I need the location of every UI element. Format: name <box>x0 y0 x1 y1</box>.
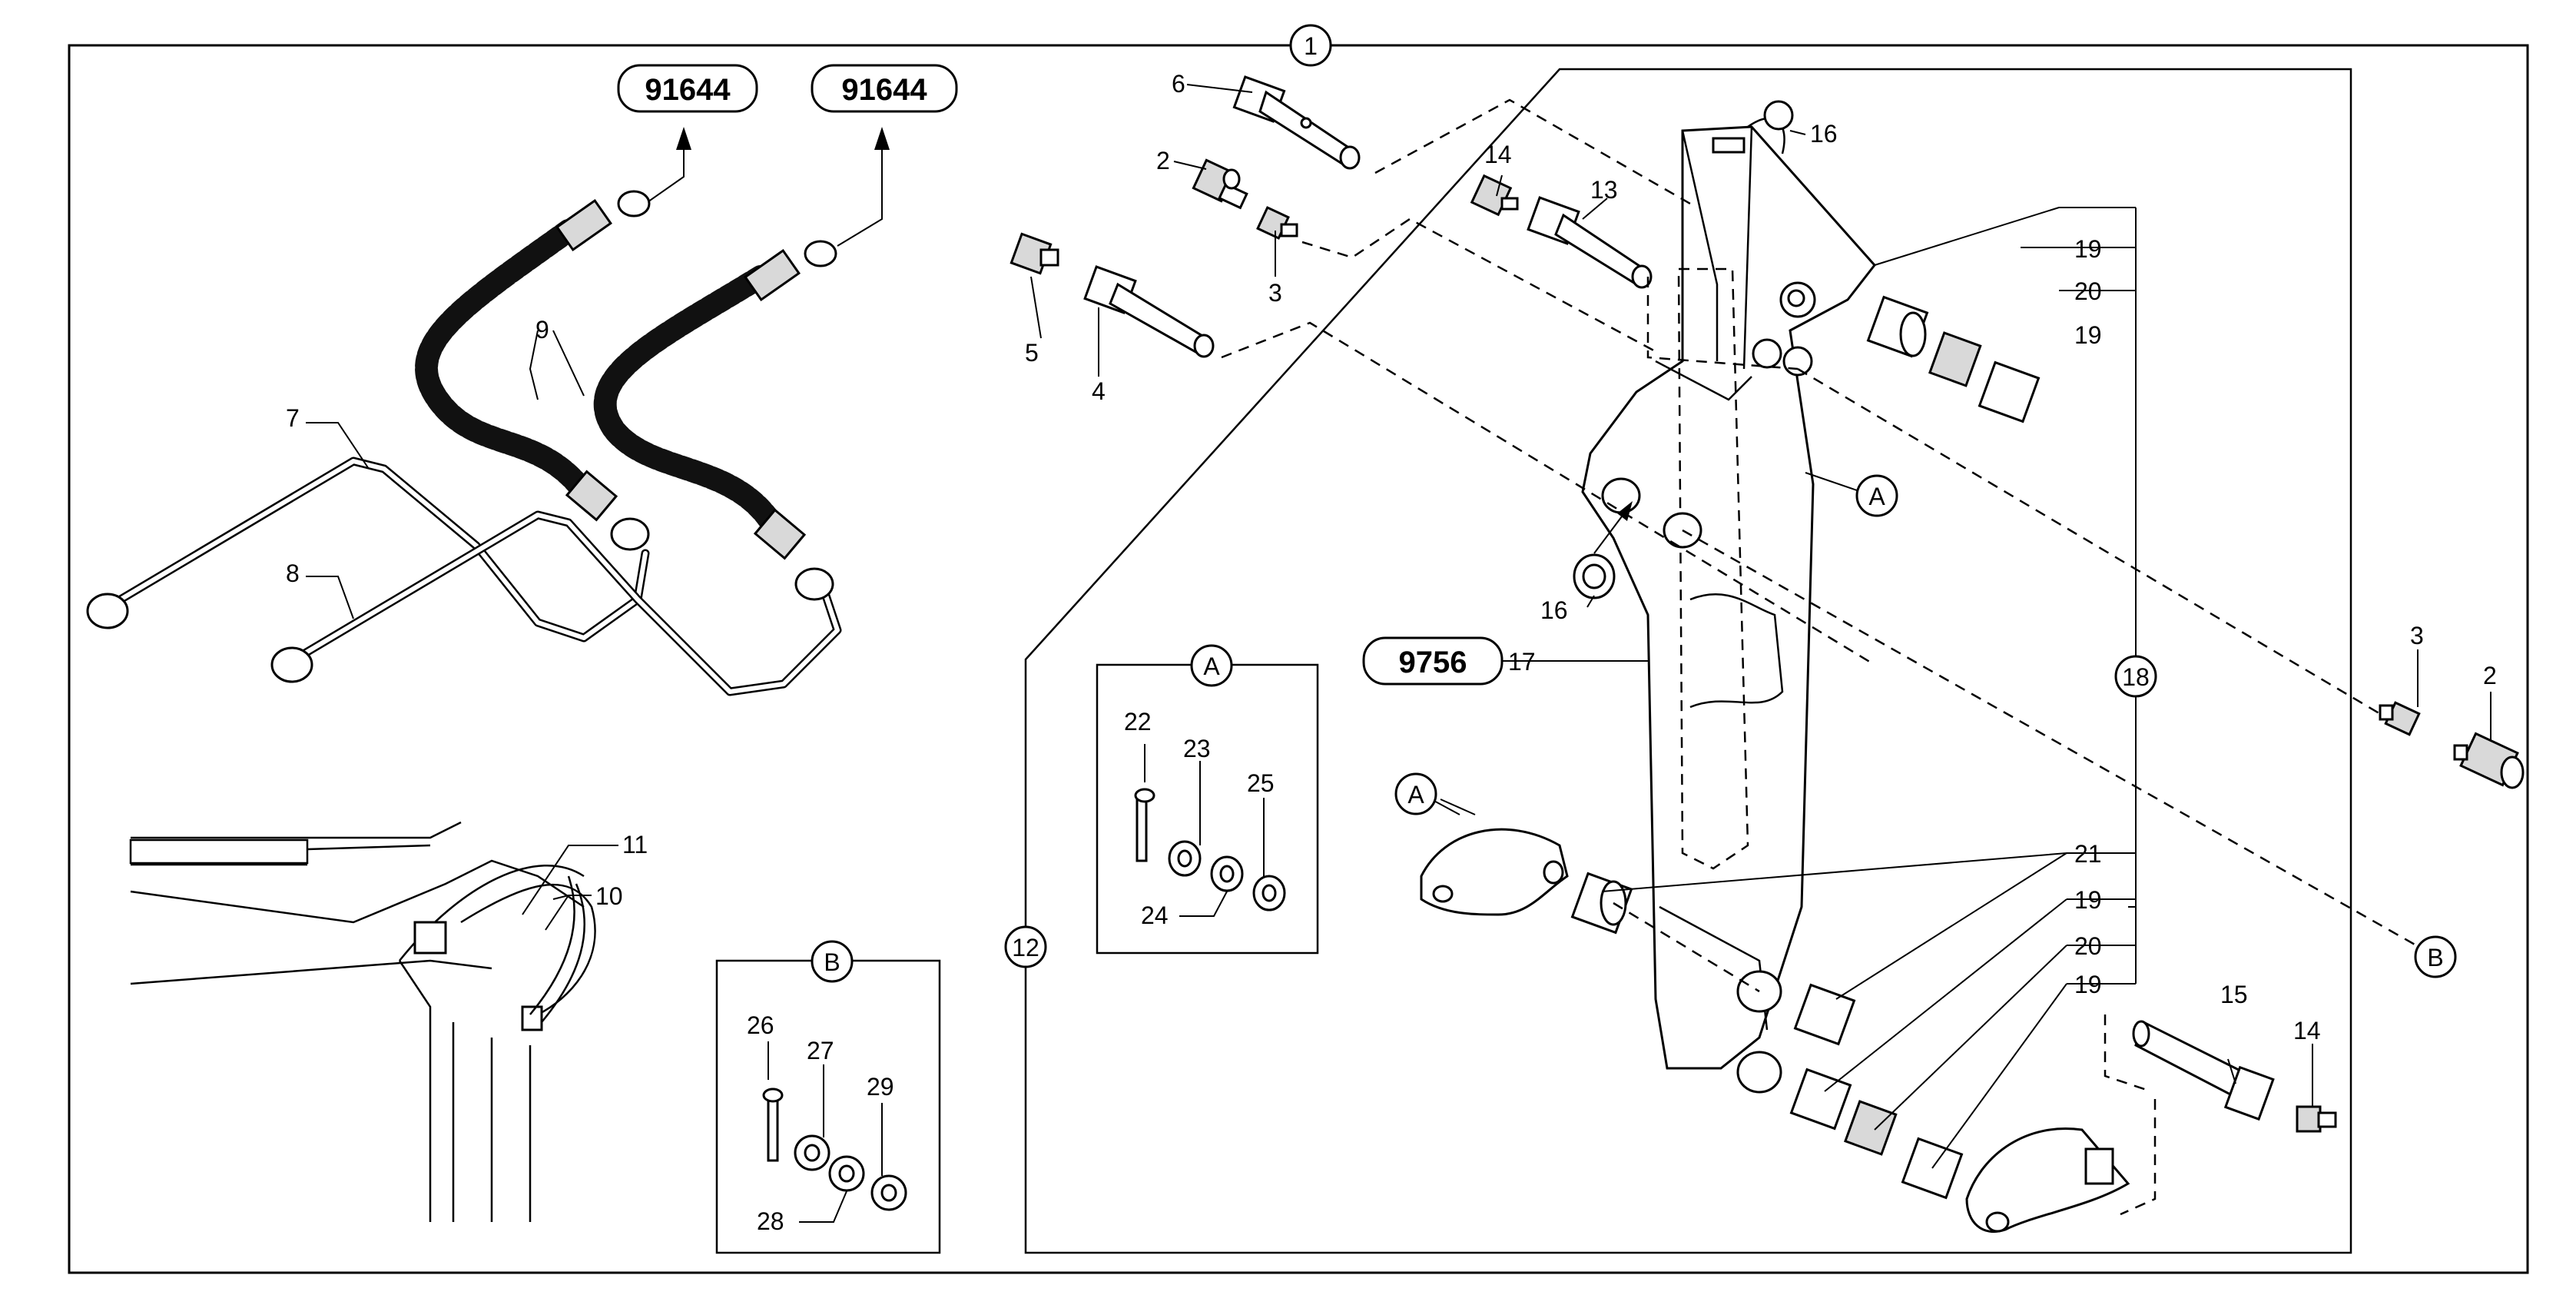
grease-fitting-14-top <box>1470 174 1519 217</box>
tube-8 <box>270 510 842 696</box>
leader-lines <box>306 84 2491 1169</box>
boom-detail-view <box>129 821 596 1222</box>
assembly-number: 1 <box>1304 32 1318 60</box>
grease-fitting-2-top <box>1192 158 1248 210</box>
callout-3-top: 3 <box>1268 279 1282 307</box>
callout-23: 23 <box>1183 735 1211 762</box>
callout-numbers: 6 2 3 5 4 14 13 16 16 17 19 20 19 21 19 … <box>286 70 2497 1235</box>
box-A: A <box>1096 644 1319 955</box>
callout-17: 17 <box>1508 648 1536 676</box>
bushing-arrow <box>1593 501 1633 554</box>
svg-text:A: A <box>1203 652 1220 680</box>
callout-22: 22 <box>1124 708 1152 736</box>
callout-15: 15 <box>2220 981 2248 1008</box>
callout-10: 10 <box>595 882 623 910</box>
callout-25: 25 <box>1247 769 1275 797</box>
callout-19-d: 19 <box>2074 971 2102 998</box>
callout-8: 8 <box>286 560 300 587</box>
callout-14-bottom: 14 <box>2293 1017 2321 1044</box>
pin-6 <box>1232 75 1361 170</box>
link-left <box>1420 828 1569 916</box>
pin-15 <box>2132 1020 2275 1121</box>
box-B: B <box>715 940 941 1254</box>
callout-26: 26 <box>747 1011 774 1039</box>
assembly-lines <box>1221 98 2417 1216</box>
callout-28: 28 <box>757 1207 784 1235</box>
svg-text:18: 18 <box>2122 663 2150 691</box>
callout-24: 24 <box>1141 902 1169 929</box>
bushings-lower <box>1570 872 1964 1200</box>
reference-91644-left: 91644 <box>617 64 758 113</box>
callout-29: 29 <box>867 1073 894 1101</box>
assembly-12-boundary <box>1024 68 2352 1254</box>
callout-3-right: 3 <box>2410 622 2424 649</box>
svg-text:9756: 9756 <box>1399 646 1467 679</box>
hose-9-left <box>415 190 651 522</box>
grease-fitting-2-right <box>2453 732 2525 789</box>
callout-6: 6 <box>1172 70 1185 98</box>
callout-14-top: 14 <box>1484 141 1512 168</box>
callout-7: 7 <box>286 404 300 432</box>
svg-text:A: A <box>1868 483 1885 510</box>
callout-21: 21 <box>2074 840 2102 868</box>
svg-text:A: A <box>1407 781 1424 809</box>
callout-2-right: 2 <box>2483 662 2497 689</box>
pin-4 <box>1083 265 1215 358</box>
marker-A-arm: A <box>1805 472 1898 517</box>
svg-text:12: 12 <box>1012 934 1039 961</box>
marker-A-link: A <box>1394 772 1437 815</box>
assembly-callout: 1 <box>1289 24 1332 67</box>
hose-9-right <box>593 240 837 560</box>
callout-18: 18 <box>2114 655 2157 698</box>
grease-fitting-5 <box>1010 232 1059 275</box>
reference-9756: 9756 <box>1362 636 1503 686</box>
svg-text:B: B <box>2427 944 2443 971</box>
callout-27: 27 <box>807 1037 834 1064</box>
callout-4: 4 <box>1092 377 1106 405</box>
callout-19-b: 19 <box>2074 321 2102 349</box>
pin-13 <box>1527 196 1653 289</box>
callout-9: 9 <box>535 316 549 344</box>
link-right <box>1965 1127 2130 1234</box>
diagram-frame <box>68 44 2529 1274</box>
bushings-upper <box>1866 295 2041 423</box>
tube-7 <box>86 457 650 643</box>
fitting-3-right <box>2379 701 2421 736</box>
callout-16-left: 16 <box>1540 596 1568 624</box>
callout-19-a: 19 <box>2074 235 2102 263</box>
svg-text:91644: 91644 <box>841 73 927 107</box>
callout-11: 11 <box>622 831 648 858</box>
fitting-3-top <box>1256 206 1298 240</box>
marker-B-right: B <box>2414 935 2457 978</box>
svg-text:B: B <box>824 948 840 976</box>
callout-12: 12 <box>1004 925 1047 968</box>
callout-16-top: 16 <box>1810 120 1838 148</box>
bushing-16 <box>1573 553 1616 599</box>
callout-20-b: 20 <box>2074 932 2102 960</box>
callout-13: 13 <box>1590 176 1618 204</box>
reference-91644-right: 91644 <box>811 64 958 113</box>
callout-19-c: 19 <box>2074 886 2102 914</box>
arm-17 <box>1581 100 1876 1094</box>
callout-5: 5 <box>1025 339 1039 367</box>
svg-text:91644: 91644 <box>645 73 731 107</box>
callout-2-top: 2 <box>1156 147 1170 174</box>
callout-20-a: 20 <box>2074 277 2102 305</box>
grease-fitting-14-bottom <box>2296 1105 2337 1133</box>
